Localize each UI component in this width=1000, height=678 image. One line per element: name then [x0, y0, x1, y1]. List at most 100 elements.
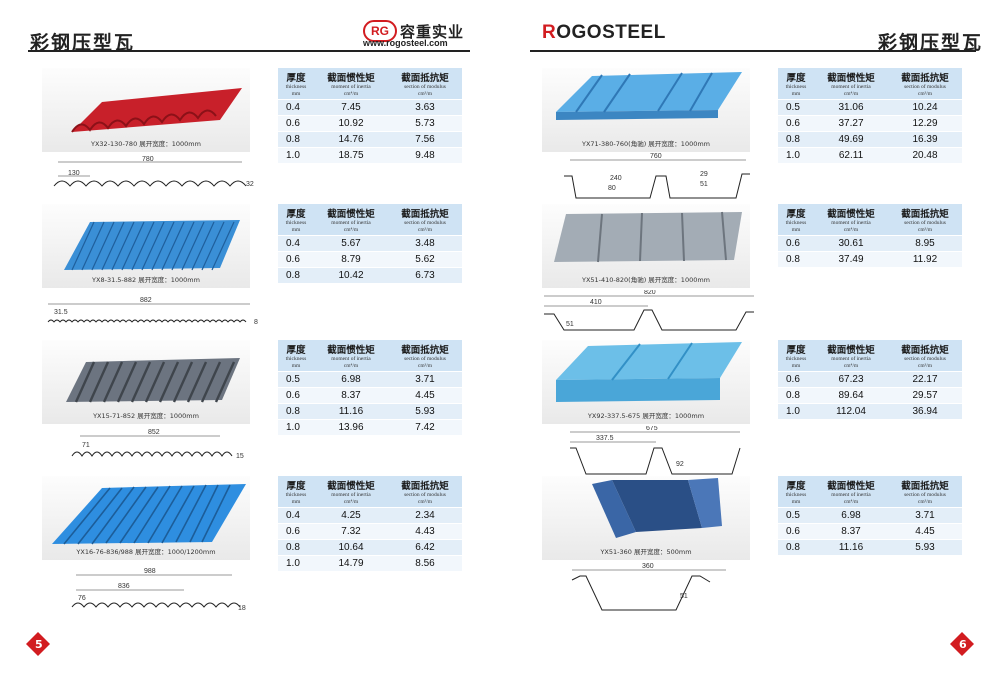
profile-diagram: 780 130 32: [53, 156, 254, 188]
table-cell: 0.8: [778, 252, 814, 268]
profile-diagram: 675 337.5 92: [570, 426, 741, 475]
table-cell: 49.69: [814, 132, 888, 148]
table-cell: 36.94: [888, 404, 962, 420]
table-cell: 3.71: [388, 372, 462, 388]
table-cell: 11.16: [814, 540, 888, 556]
table-cell: 7.32: [314, 524, 388, 540]
product-photo: YX32-130-780 展开宽度：1000mm: [42, 68, 250, 152]
table-cell: 67.23: [814, 372, 888, 388]
dim-label: 836: [118, 583, 130, 590]
product-photo: YX16-76-836/988 展开宽度：1000/1200mm: [42, 476, 250, 560]
table-cell: 8.95: [888, 236, 962, 252]
table-cell: 89.64: [814, 388, 888, 404]
table-cell: 11.16: [314, 404, 388, 420]
table-cell: 0.8: [278, 132, 314, 148]
table-cell: 0.6: [278, 116, 314, 132]
table-cell: 12.29: [888, 116, 962, 132]
table-cell: 5.62: [388, 252, 462, 268]
table-cell: 0.8: [278, 268, 314, 284]
table-cell: 6.98: [314, 372, 388, 388]
table-cell: 0.8: [778, 132, 814, 148]
dim-label: 18: [238, 605, 246, 612]
rg-logo-badge: RG: [363, 20, 397, 42]
dim-label: 76: [78, 595, 86, 602]
table-cell: 37.27: [814, 116, 888, 132]
table-cell: 5.73: [388, 116, 462, 132]
product-photo: YX51-410-820(角驰) 展开宽度：1000mm: [542, 204, 750, 288]
table-cell: 0.5: [778, 508, 814, 524]
table-cell: 5.93: [888, 540, 962, 556]
table-cell: 16.39: [888, 132, 962, 148]
table-cell: 11.92: [888, 252, 962, 268]
table-cell: 20.48: [888, 148, 962, 164]
profile-diagram: 820 410 51: [544, 290, 754, 331]
product-photo: YX71-380-760(角驰) 展开宽度：1000mm: [542, 68, 750, 152]
table-cell: 0.6: [778, 372, 814, 388]
table-cell: 3.63: [388, 100, 462, 116]
table-cell: 6.42: [388, 540, 462, 556]
table-cell: 10.24: [888, 100, 962, 116]
header-rule: [530, 50, 976, 52]
table-cell: 8.37: [814, 524, 888, 540]
table-cell: 0.6: [278, 524, 314, 540]
dim-label: 240: [610, 175, 622, 182]
table-cell: 0.6: [278, 252, 314, 268]
table-cell: 29.57: [888, 388, 962, 404]
table-cell: 10.64: [314, 540, 388, 556]
company-logo: RG 容重实业: [363, 20, 464, 42]
product-caption: YX16-76-836/988 展开宽度：1000/1200mm: [76, 548, 216, 556]
dim-label: 780: [142, 156, 154, 163]
page-number: 6: [959, 638, 967, 651]
page-title: 彩钢压型瓦: [30, 32, 136, 54]
product-caption: YX8-31.5-882 展开宽度：1000mm: [92, 276, 200, 284]
dim-label: 820: [644, 290, 656, 296]
table-cell: 5.67: [314, 236, 388, 252]
dim-label: 32: [246, 181, 254, 188]
table-cell: 8.79: [314, 252, 388, 268]
table-cell: 3.48: [388, 236, 462, 252]
table-cell: 0.6: [778, 524, 814, 540]
dim-label: 360: [642, 563, 654, 570]
table-cell: 2.34: [388, 508, 462, 524]
dim-label: 760: [650, 153, 662, 160]
table-cell: 9.48: [388, 148, 462, 164]
table-cell: 0.5: [278, 372, 314, 388]
dim-label: 8: [254, 319, 258, 326]
dim-label: 51: [700, 181, 708, 188]
dim-label: 71: [82, 442, 90, 449]
page-title: 彩钢压型瓦: [878, 32, 984, 54]
table-cell: 0.8: [778, 540, 814, 556]
table-cell: 37.49: [814, 252, 888, 268]
table-cell: 1.0: [278, 556, 314, 572]
table-cell: 62.11: [814, 148, 888, 164]
page-number-marker: [26, 632, 50, 656]
table-cell: 6.98: [814, 508, 888, 524]
dim-label: 852: [148, 429, 160, 436]
dim-label: 882: [140, 297, 152, 304]
